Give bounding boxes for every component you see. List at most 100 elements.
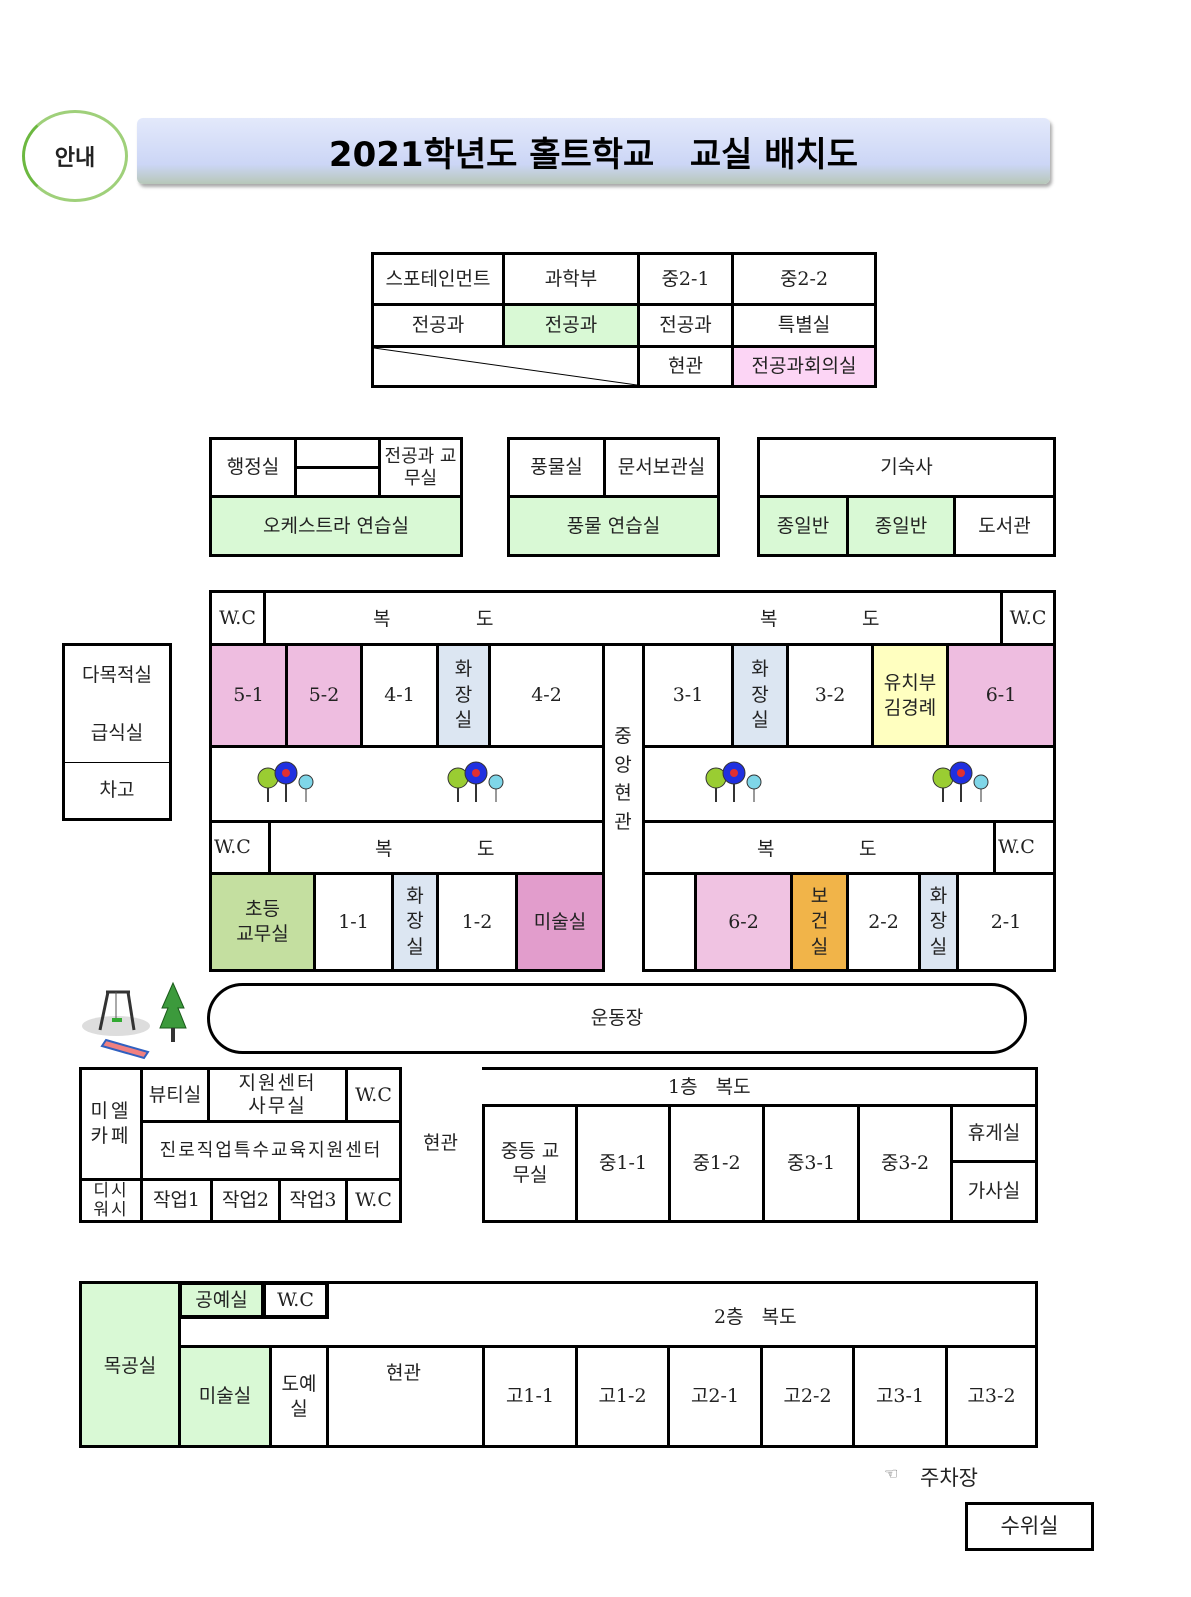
- classroom: 2-2: [846, 872, 921, 972]
- classroom: 4-2: [488, 643, 605, 748]
- classroom: 고1-1: [482, 1345, 578, 1448]
- corridor-label: 복: [757, 838, 775, 860]
- playground: 운동장: [207, 983, 1027, 1054]
- room: 휴게실: [950, 1104, 1038, 1163]
- corridor-label: 복: [760, 608, 778, 630]
- room: 스포테인먼트: [371, 252, 505, 306]
- tree-icon: [705, 761, 762, 802]
- room: 전공과: [371, 303, 505, 348]
- room: 풍물 연습실: [507, 495, 720, 557]
- diagonal-line: [374, 348, 637, 385]
- room: 중2-1: [637, 252, 734, 306]
- classroom: 6-1: [946, 643, 1056, 748]
- classroom: 5-2: [285, 643, 363, 748]
- corridor-label: 도: [477, 838, 495, 860]
- health-room: 보건실: [790, 872, 849, 972]
- wc: W.C: [262, 1281, 329, 1319]
- room: 다목적실: [62, 643, 172, 705]
- page-title: 2021학년도 홀트학교 교실 배치도: [137, 118, 1050, 184]
- room: 풍물실: [507, 437, 606, 498]
- classroom: 3-1: [642, 643, 734, 748]
- room: 차고: [62, 762, 172, 821]
- room: 가사실: [950, 1160, 1038, 1223]
- classroom: 3-2: [786, 643, 874, 748]
- playground-equipment-icon: [82, 981, 187, 1060]
- classroom: 초등 교무실: [209, 872, 316, 972]
- room: 급식실: [62, 703, 172, 763]
- classroom: 미술실: [515, 872, 605, 972]
- room: [294, 466, 381, 498]
- wc: W.C: [345, 1067, 402, 1123]
- entrance-label: 현관: [423, 1132, 458, 1154]
- room: 중2-2: [731, 252, 877, 306]
- room: 오케스트라 연습실: [209, 495, 463, 557]
- corridor-label: 2층 복도: [714, 1306, 797, 1328]
- room: 현관: [637, 345, 734, 388]
- room: 특별실: [731, 303, 877, 348]
- room: 목공실: [79, 1281, 181, 1448]
- corridor-upper: [209, 590, 1056, 646]
- room: 전공과 교무실: [378, 437, 463, 498]
- room: 종일반: [846, 495, 956, 557]
- room: 공예실: [178, 1281, 265, 1319]
- empty-cell: [371, 345, 640, 388]
- room: 뷰티실: [140, 1067, 210, 1123]
- corridor-label: 도: [859, 838, 877, 860]
- corridor-lower-right: [642, 820, 1056, 875]
- corridor-label: 도: [862, 608, 880, 630]
- corridor-label: 1층 복도: [668, 1076, 751, 1098]
- classroom: 유치부 김경례: [871, 643, 949, 748]
- room: 디시 워시: [79, 1178, 143, 1223]
- room: 과학부: [502, 252, 640, 306]
- room: 문서보관실: [603, 437, 720, 498]
- corridor-lower-left: [209, 820, 605, 875]
- corridor-label: 복: [375, 838, 393, 860]
- room: 미엘 카페: [79, 1067, 143, 1181]
- restroom: 화장실: [436, 643, 491, 748]
- classroom: 4-1: [360, 643, 439, 748]
- restroom: 화장실: [391, 872, 439, 972]
- restroom: 화장실: [918, 872, 959, 972]
- room: 중등 교무실: [482, 1104, 578, 1223]
- wc: W.C: [209, 820, 271, 875]
- classroom: 고2-2: [760, 1345, 855, 1448]
- guard-room: 수위실: [965, 1502, 1094, 1551]
- room: 도예실: [269, 1345, 329, 1448]
- classroom: 1-1: [313, 872, 394, 972]
- entrance-label: 현관: [386, 1362, 421, 1384]
- classroom: 중3-1: [762, 1104, 860, 1223]
- guide-logo: 안내: [22, 110, 128, 202]
- room: [294, 437, 381, 469]
- tree-icon: [257, 761, 314, 802]
- classroom: 고3-1: [852, 1345, 948, 1448]
- room: 행정실: [209, 437, 297, 498]
- central-entrance-label: 중앙현관: [614, 725, 632, 833]
- room: 전공과회의실: [731, 345, 877, 388]
- corridor-label: 복: [373, 608, 391, 630]
- room: 미술실: [178, 1345, 272, 1448]
- pointing-hand-icon: ☜: [884, 1464, 899, 1483]
- classroom: 1-2: [436, 872, 518, 972]
- room: [642, 872, 697, 972]
- room: 전공과: [637, 303, 734, 348]
- tree-icon: [932, 761, 989, 802]
- classroom: 고1-2: [575, 1345, 670, 1448]
- corridor-label: 도: [476, 608, 494, 630]
- room: 진로직업특수교육지원센터: [140, 1120, 402, 1181]
- room: 작업1: [140, 1178, 213, 1223]
- wc: W.C: [345, 1178, 402, 1223]
- classroom: 고2-1: [667, 1345, 763, 1448]
- room: 작업2: [210, 1178, 281, 1223]
- classroom: 5-1: [209, 643, 288, 748]
- classroom: 중3-2: [857, 1104, 953, 1223]
- classroom: 6-2: [694, 872, 793, 972]
- wc: W.C: [1000, 590, 1056, 646]
- parking-label: 주차장: [920, 1466, 978, 1490]
- room: 종일반: [757, 495, 849, 557]
- restroom: 화장실: [731, 643, 789, 748]
- room: 작업3: [278, 1178, 348, 1223]
- room: 전공과: [502, 303, 640, 348]
- room: 도서관: [953, 495, 1056, 557]
- classroom: 중1-1: [575, 1104, 671, 1223]
